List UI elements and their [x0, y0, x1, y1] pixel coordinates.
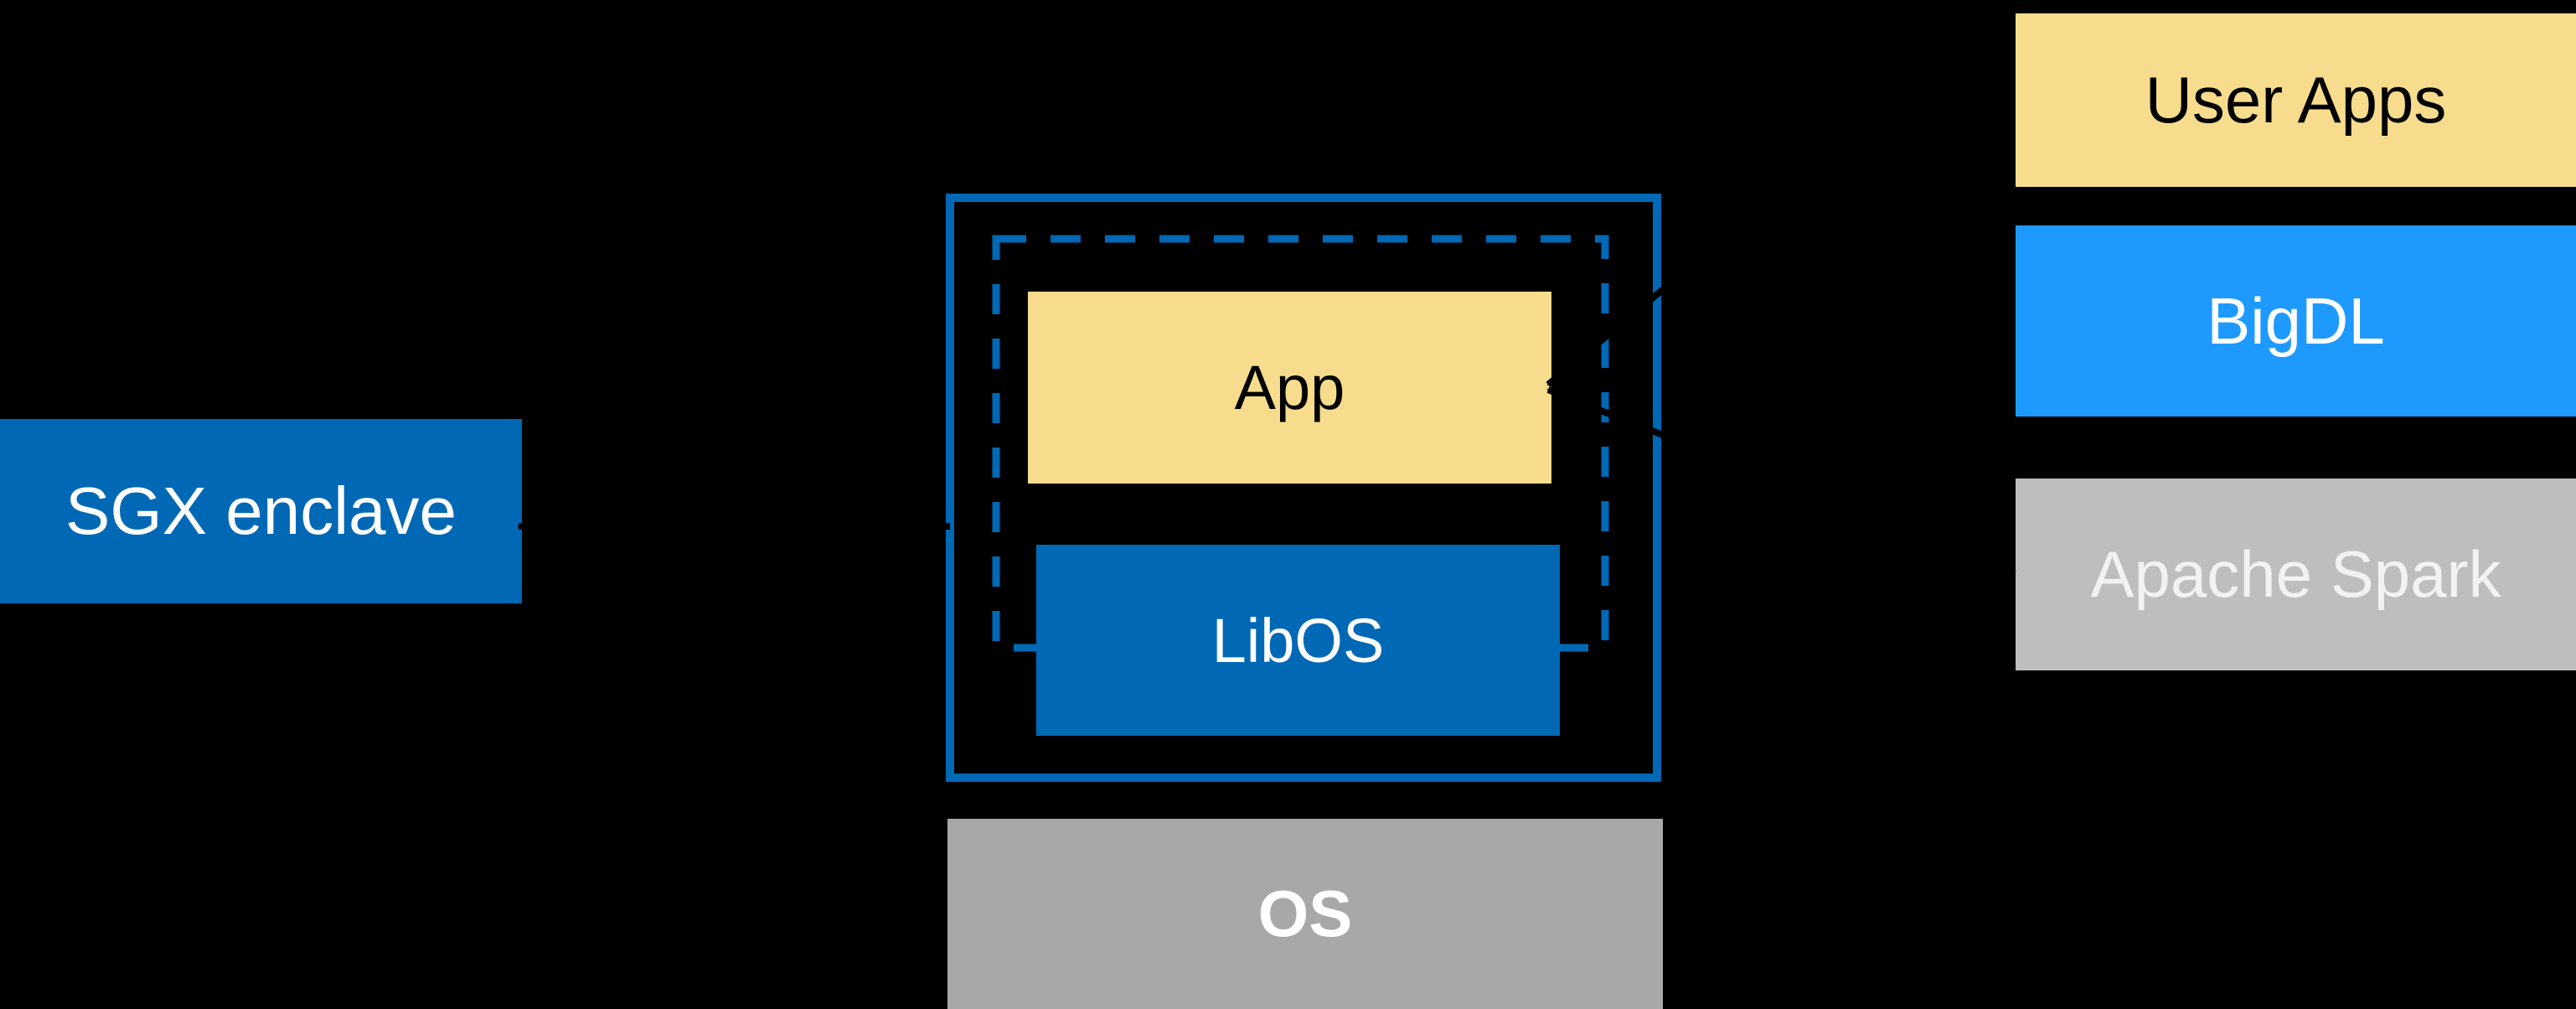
user-apps-label: User Apps — [2145, 63, 2447, 137]
arrow-upper-right-to-app — [1546, 206, 1762, 388]
libos-box: LibOS — [1036, 545, 1560, 736]
os-label: OS — [1257, 877, 1353, 950]
sgx-enclave-label: SGX enclave — [65, 473, 457, 548]
apache-spark-label: Apache Spark — [2090, 537, 2501, 611]
stack-bigdl-box: BigDL — [2016, 225, 2576, 417]
arrow-spark-to-app — [1546, 386, 2016, 577]
sgx-enclave-label-box: SGX enclave — [0, 419, 522, 603]
bigdl-label: BigDL — [2207, 283, 2385, 358]
stack-user-apps-box: User Apps — [2016, 13, 2576, 187]
app-label: App — [1234, 353, 1345, 422]
os-box: OS — [947, 819, 1663, 1009]
stack-apache-spark-box: Apache Spark — [2016, 479, 2576, 670]
libos-label: LibOS — [1211, 605, 1385, 675]
app-box: App — [1028, 292, 1551, 484]
